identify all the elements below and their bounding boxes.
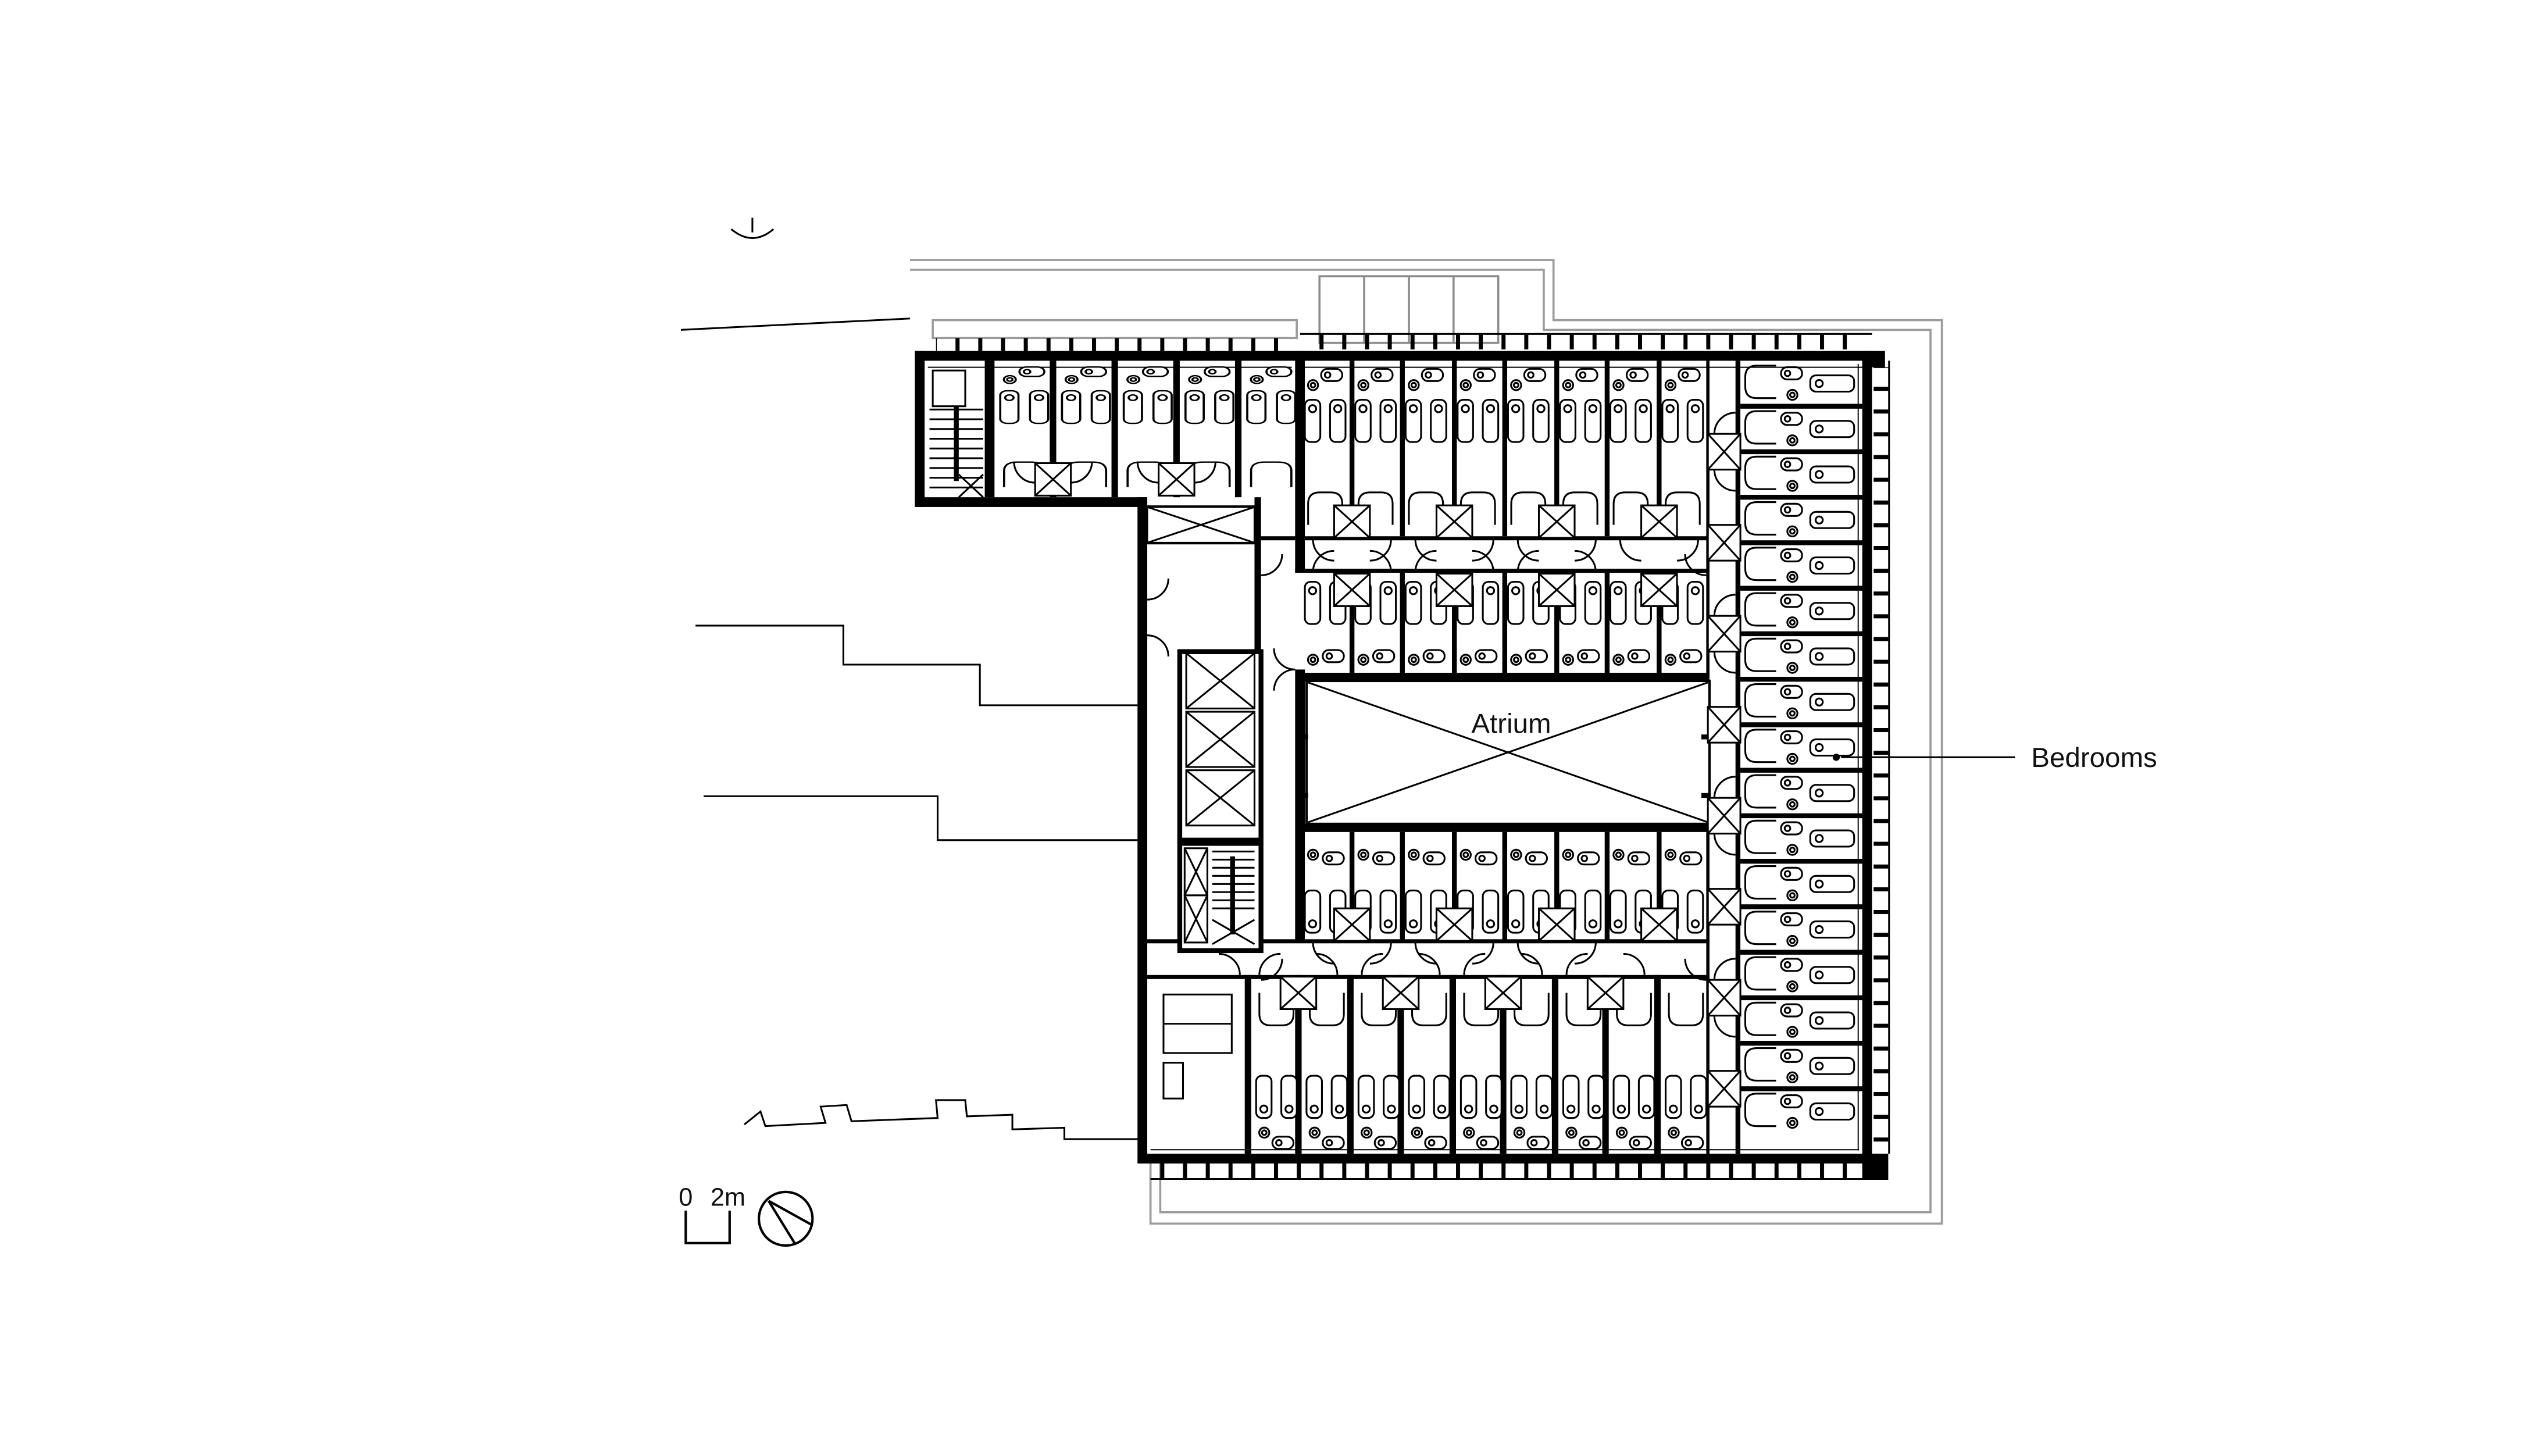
north-arrow-icon [758, 1190, 814, 1247]
atrium: Atrium [1300, 672, 1711, 832]
bedrooms-label: Bedrooms [2031, 743, 2157, 773]
core-lift-lobby [1145, 505, 1257, 545]
exterior-walls [915, 351, 1889, 1179]
accessible-room-furniture [1162, 993, 1233, 1100]
interior-walls [984, 361, 1862, 1154]
scale-bar: 0 2m [679, 1184, 745, 1244]
scale-end-label: 2m [711, 1184, 745, 1212]
site-context-lines [680, 217, 1148, 1140]
core-stairs [1177, 841, 1264, 954]
tree-icon [730, 217, 775, 239]
wing-stairs [929, 369, 984, 498]
atrium-label: Atrium [1471, 708, 1551, 739]
scale-start-label: 0 [679, 1184, 693, 1212]
scale-bracket [684, 1211, 731, 1244]
leader-dot [1832, 754, 1840, 761]
bedrooms-annotation: Bedrooms [1832, 743, 2157, 773]
core-elevators [1177, 649, 1264, 843]
